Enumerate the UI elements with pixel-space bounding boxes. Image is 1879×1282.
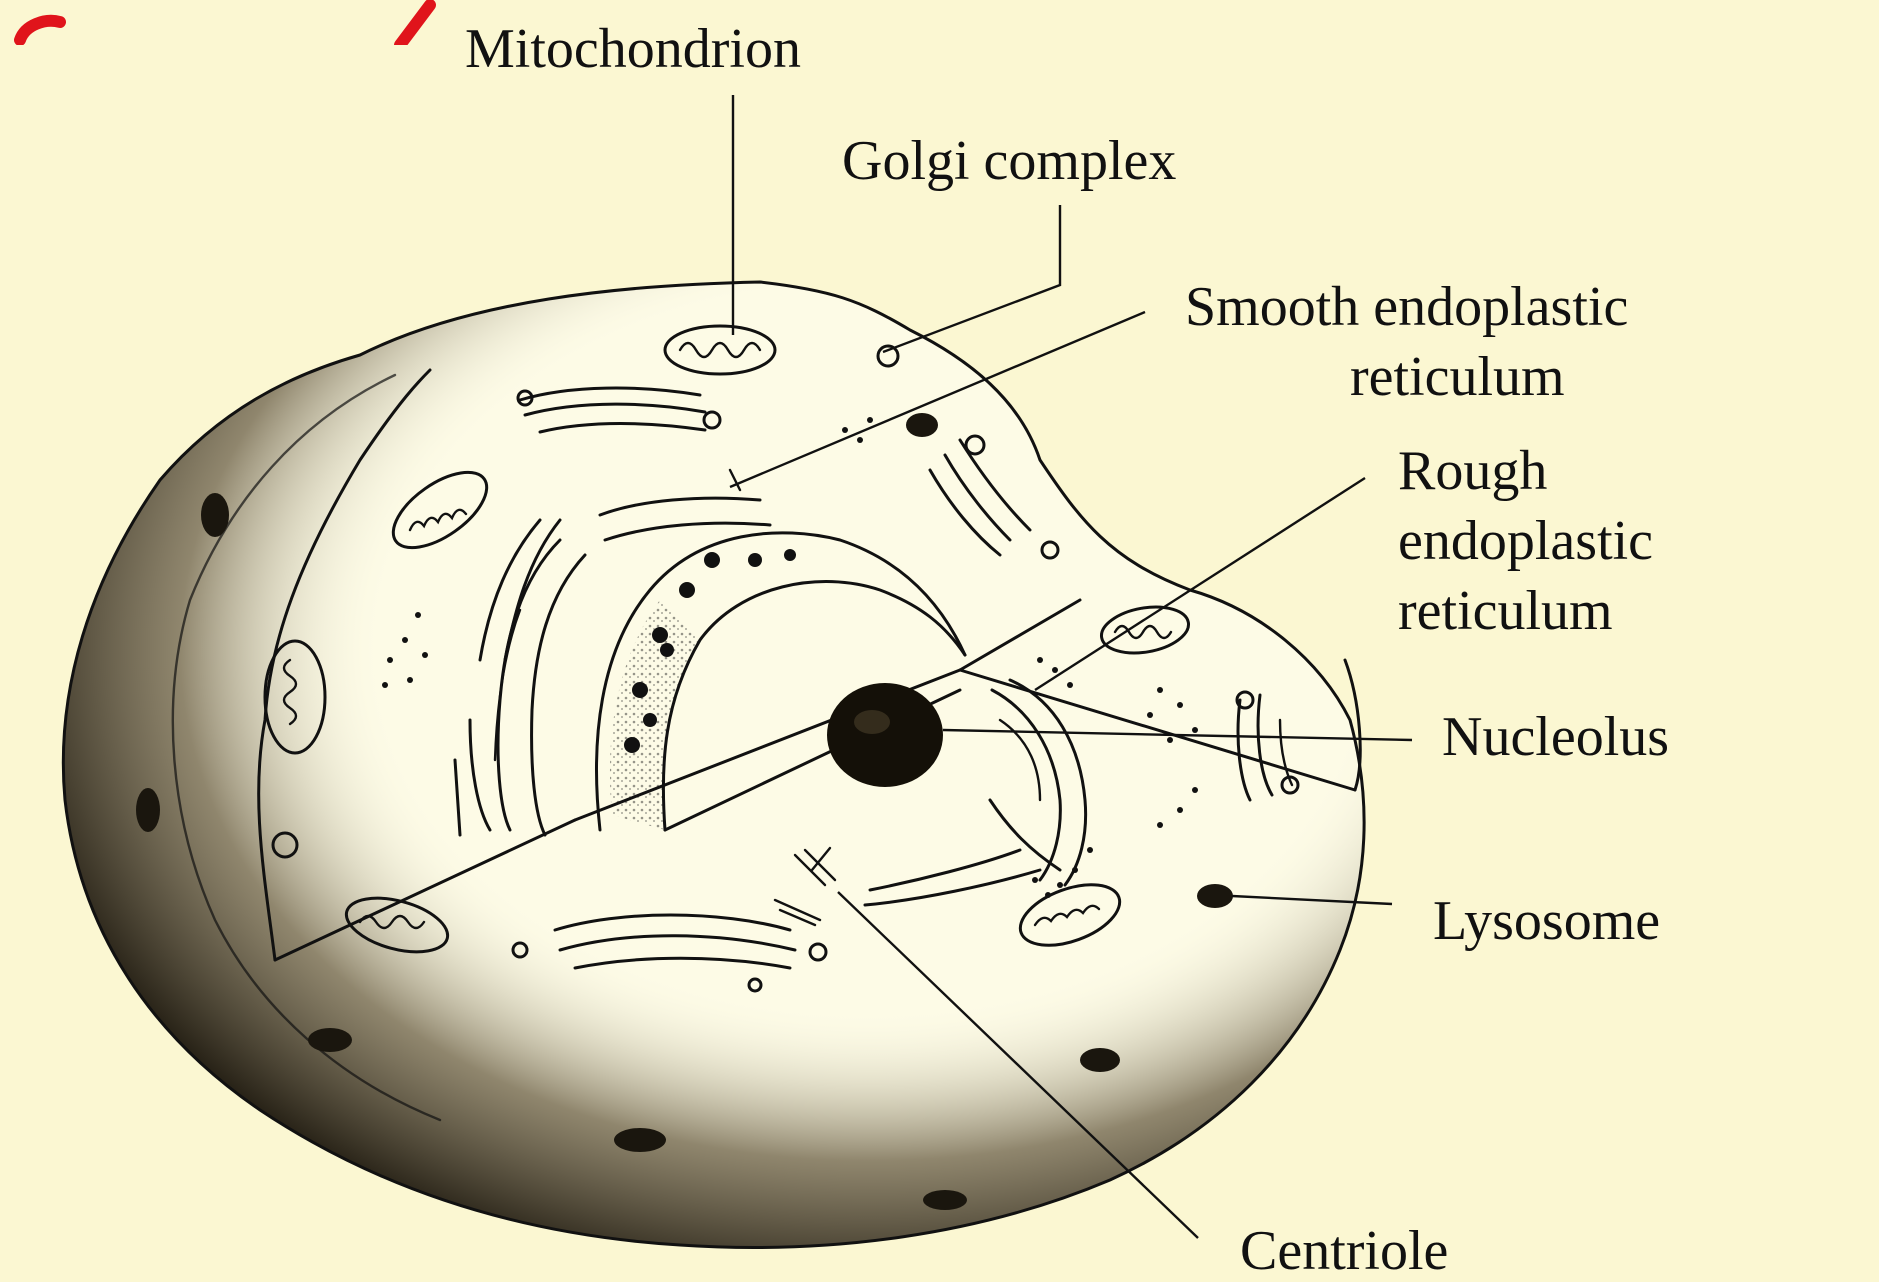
label-nucleolus: Nucleolus (1442, 706, 1669, 768)
cropped-red-text (0, 0, 460, 45)
nucleolus (827, 683, 943, 787)
label-centriole: Centriole (1240, 1220, 1448, 1282)
label-lysosome: Lysosome (1433, 890, 1660, 952)
label-rough-er-line3: reticulum (1398, 580, 1613, 642)
label-smooth-er-line2: reticulum (1350, 346, 1565, 408)
label-mitochondrion: Mitochondrion (465, 18, 801, 80)
label-golgi-complex: Golgi complex (842, 130, 1176, 192)
label-rough-er-line2: endoplastic (1398, 510, 1653, 572)
label-smooth-er-line1: Smooth endoplastic (1185, 276, 1628, 338)
label-rough-er-line1: Rough (1398, 440, 1547, 502)
